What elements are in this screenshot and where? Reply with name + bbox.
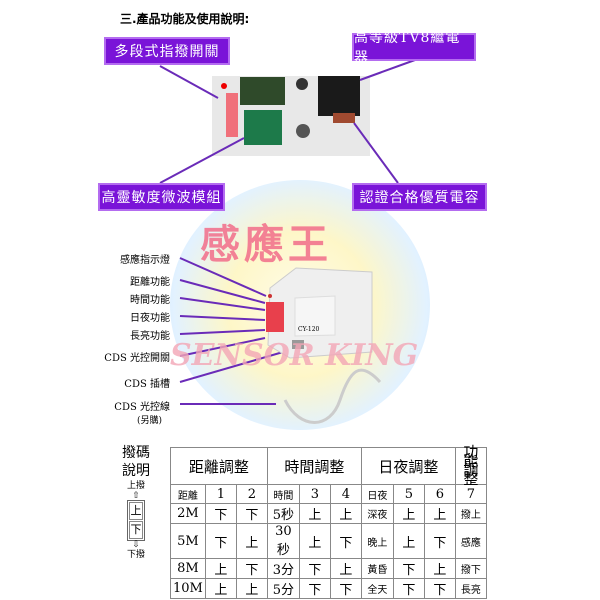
- table-header-cell: 7: [454, 484, 487, 504]
- table-header-cell: 2: [235, 484, 268, 504]
- table-cell: 全天: [360, 578, 394, 599]
- table-cell: 上: [423, 558, 456, 579]
- table-cell: 上: [235, 523, 268, 559]
- label-daynight: 日夜功能: [130, 313, 170, 324]
- table-cell: 長亮: [454, 578, 487, 599]
- table-cell: 感應: [454, 523, 487, 559]
- table-header-cell: 3: [298, 484, 331, 504]
- label-time: 時間功能: [130, 295, 170, 306]
- label-cds-note: (另購): [136, 416, 162, 426]
- table-header-cell: 6: [423, 484, 456, 504]
- label-distance: 距離功能: [130, 277, 170, 288]
- table-cell: 5分: [266, 578, 300, 599]
- dip-switch-icon: 上 下: [127, 500, 145, 541]
- table-cell: 上: [204, 578, 237, 599]
- sensor-device: [266, 267, 382, 424]
- dip-legend-title2: 說明: [122, 463, 150, 479]
- label-cds-switch: CDS 光控開關: [104, 353, 170, 364]
- callout-capacitor: 認證合格優質電容: [352, 183, 487, 211]
- table-cell: 30秒: [266, 523, 300, 559]
- callout-arrows: [159, 59, 416, 405]
- table-cell: 5秒: [266, 503, 300, 524]
- table-cell: 下: [204, 523, 237, 559]
- table-cell: 下: [423, 523, 456, 559]
- dip-legend-title: 撥碼: [122, 445, 150, 461]
- device-label: CY-120: [298, 326, 320, 333]
- label-cds-slot: CDS 插槽: [124, 379, 170, 390]
- table-cell: 下: [298, 558, 331, 579]
- table-cell: 上: [392, 523, 425, 559]
- down-label: 下撥: [126, 550, 145, 560]
- table-cell: 下: [392, 558, 425, 579]
- table-cell: 下: [329, 523, 362, 559]
- table-cell: 下: [423, 578, 456, 599]
- table-header-cell: 日夜: [360, 484, 394, 504]
- label-always-on: 長亮功能: [130, 331, 170, 342]
- table-cell: 5M: [170, 523, 206, 559]
- table-cell: 下: [298, 578, 331, 599]
- table-cell: 晚上: [360, 523, 394, 559]
- group-distance: 距離調整: [170, 447, 268, 485]
- table-header-cell: 4: [329, 484, 362, 504]
- label-indicator: 感應指示燈: [120, 255, 170, 266]
- callout-relay: 高等級TV8繼電器: [352, 30, 476, 66]
- table-cell: 上: [235, 578, 268, 599]
- logo-cn: 感應王: [200, 221, 332, 268]
- label-cds-cable: CDS 光控線: [114, 402, 170, 413]
- table-header-cell: 5: [392, 484, 425, 504]
- table-cell: 上: [204, 558, 237, 579]
- circuit-board: [212, 76, 370, 156]
- group-daynight: 日夜調整: [360, 447, 456, 485]
- table-header-cell: 距離: [170, 484, 206, 504]
- table-cell: 上: [329, 558, 362, 579]
- up-label: 上撥: [126, 481, 145, 491]
- table-cell: 深夜: [360, 503, 394, 524]
- table-cell: 撥下: [454, 558, 487, 579]
- table-group-row: 距離調整 時間調整 日夜調整 功能調整: [170, 445, 487, 487]
- table-header-cell: 1: [204, 484, 237, 504]
- table-cell: 上: [423, 503, 456, 524]
- group-time: 時間調整: [266, 447, 362, 485]
- table-cell: 上: [298, 523, 331, 559]
- table-cell: 上: [298, 503, 331, 524]
- table-cell: 黃昏: [360, 558, 394, 579]
- table-header-cell: 時間: [266, 484, 300, 504]
- callout-microwave: 高靈敏度微波模組: [98, 183, 225, 211]
- table-cell: 2M: [170, 503, 206, 524]
- dip-legend: 撥碼 說明 上撥 ⇧ 上 下 ⇩ 下撥: [118, 444, 154, 561]
- table-cell: 10M: [170, 578, 206, 599]
- arrow-down-icon: ⇩: [132, 540, 140, 550]
- up-key: 上: [129, 502, 143, 520]
- table-cell: 下: [329, 578, 362, 599]
- arrow-up-icon: ⇧: [132, 491, 140, 501]
- table-cell: 上: [329, 503, 362, 524]
- table-cell: 下: [235, 503, 268, 524]
- logo-en: SENSOR KING: [170, 338, 419, 373]
- down-key: 下: [129, 521, 143, 539]
- table-cell: 上: [392, 503, 425, 524]
- table-cell: 下: [204, 503, 237, 524]
- table-cell: 撥上: [454, 503, 487, 524]
- table-cell: 下: [392, 578, 425, 599]
- table-cell: 下: [235, 558, 268, 579]
- callout-dip-switch: 多段式指撥開關: [104, 37, 230, 65]
- group-function: 功能調整: [454, 445, 487, 487]
- table-cell: 8M: [170, 558, 206, 579]
- section-title: 三.產品功能及使用說明:: [120, 12, 250, 26]
- table-cell: 3分: [266, 558, 300, 579]
